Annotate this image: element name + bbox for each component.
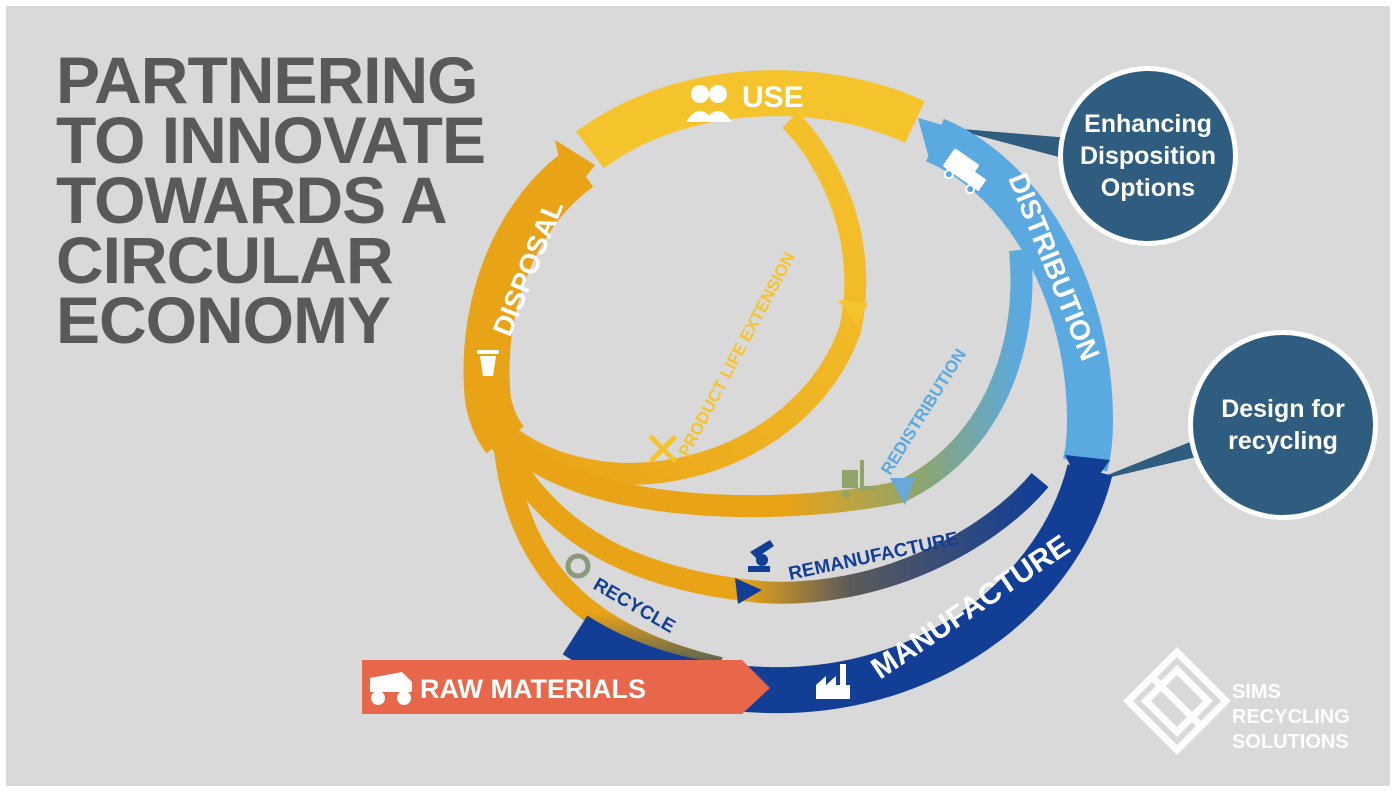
redistribution-loop [491, 248, 1033, 518]
callout-pointer [1090, 438, 1205, 482]
logo-text: SOLUTIONS [1232, 731, 1349, 753]
forklift-icon [842, 460, 876, 498]
title-line: TOWARDS A [56, 163, 448, 237]
distribution-arrowhead [918, 118, 960, 162]
callout-text: Enhancing Disposition Options [1080, 108, 1216, 204]
trash-bin-icon [477, 350, 499, 376]
mining-truck-icon [370, 672, 412, 705]
callout-line: recycling [1228, 427, 1338, 455]
disposal-segment [463, 149, 594, 454]
title-line: ECONOMY [56, 283, 391, 357]
callout-design-for-recycling: Design for recycling [1188, 330, 1378, 520]
remanufacture-loop [490, 435, 1049, 604]
page-title: PARTNERING TO INNOVATE TOWARDS A CIRCULA… [56, 43, 486, 357]
recycle-icon [565, 553, 591, 579]
distribution-segment [925, 118, 1114, 472]
use-segment [576, 70, 925, 169]
callout-line: Options [1100, 174, 1196, 202]
logo-text: SIMS [1232, 681, 1281, 703]
title-line: TO INNOVATE [56, 103, 486, 177]
delivery-truck-icon [943, 148, 987, 195]
product-life-extension-loop [487, 112, 867, 485]
wrench-screwdriver-icon [649, 435, 677, 463]
callout-enhancing-disposition-options: Enhancing Disposition Options [1058, 66, 1238, 246]
use-label: USE [742, 81, 804, 114]
raw-materials-label: RAW MATERIALS [420, 674, 646, 704]
logo-text: RECYCLING [1232, 706, 1350, 728]
title-line: CIRCULAR [56, 223, 394, 297]
callout-line: Disposition [1079, 142, 1217, 170]
disposal-arrowhead [555, 140, 595, 200]
robotic-arm-icon [748, 540, 774, 572]
callout-text: Design for recycling [1221, 393, 1345, 457]
title-line: PARTNERING [56, 43, 478, 117]
manufacture-arrowhead [1065, 455, 1110, 495]
callout-line: Enhancing [1084, 110, 1212, 138]
callout-line: Design for [1221, 395, 1345, 423]
factory-icon [816, 664, 850, 699]
remanufacture-arrowhead [735, 578, 762, 604]
sims-logo-mark [1123, 647, 1231, 755]
product-life-extension-arrowhead [838, 300, 868, 325]
raw-materials-arrow [362, 660, 770, 714]
users-icon [686, 85, 732, 122]
callout-pointer [950, 128, 1070, 160]
redistribution-arrowhead [890, 478, 915, 505]
